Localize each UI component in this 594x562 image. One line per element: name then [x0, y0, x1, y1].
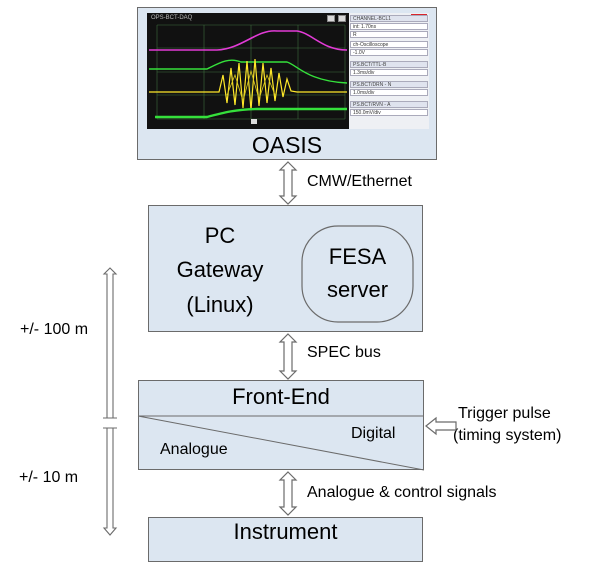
panel-row-3: ch-Oscilloscope — [350, 41, 428, 48]
cmw-label: CMW/Ethernet — [307, 173, 412, 190]
frontend-analogue: Analogue — [160, 441, 228, 458]
trigger-line-2: (timing system) — [453, 427, 562, 444]
waveform-plot — [149, 24, 348, 124]
zoom-icon[interactable] — [327, 15, 335, 22]
panel-row-4: -1.0V — [350, 49, 428, 56]
spec-arrow — [278, 333, 298, 380]
fesa-line-2: server — [326, 277, 389, 302]
panel-row-6: 1.3ms/div — [350, 69, 428, 76]
gateway-line-2: Gateway — [176, 257, 264, 282]
panel-row-1: int: 1.70ns — [350, 23, 428, 30]
panel-row-7: PS.BCT/DRN - N — [350, 81, 428, 88]
trigger-arrow — [425, 416, 457, 436]
cmw-arrow — [278, 161, 298, 205]
fesa-line-1: FESA — [328, 244, 387, 269]
analogue-signals-label: Analogue & control signals — [307, 484, 497, 501]
screen-title: OPS-BCT-DAQ — [151, 15, 193, 21]
distance-split-marker — [103, 417, 117, 429]
yellow-trace — [149, 58, 347, 111]
green-base-trace — [155, 107, 347, 119]
gateway-line-3: (Linux) — [186, 292, 254, 317]
green-trace — [149, 59, 348, 84]
panel-row-0: CHANNEL-BCL1 — [350, 15, 428, 22]
fesa-server-box — [301, 225, 414, 323]
trigger-line-1: Trigger pulse — [458, 405, 551, 422]
channel-panel: CHANNEL-BCL1 int: 1.70ns R ch-Oscillosco… — [349, 13, 429, 129]
panel-row-2: R — [350, 31, 428, 38]
distance-near-label: +/- 10 m — [19, 469, 79, 486]
panel-row-8: 1.0ms/div — [350, 89, 428, 96]
panel-row-10: 150.0mV/div — [350, 109, 428, 116]
instrument-label: Instrument — [233, 519, 338, 544]
distance-far-arrow — [102, 267, 118, 419]
distance-near-arrow — [102, 427, 118, 536]
oasis-screenshot: OPS-BCT-DAQ CHANNEL-BCL1 int: 1.70ns R c… — [147, 13, 429, 129]
analogue-arrow — [278, 471, 298, 516]
oasis-label: OASIS — [251, 132, 323, 158]
settings-icon[interactable] — [338, 15, 346, 22]
frontend-title: Front-End — [232, 384, 330, 409]
frontend-diagonal — [137, 415, 425, 471]
distance-far-label: +/- 100 m — [20, 321, 89, 338]
trigger-marker-icon — [251, 119, 257, 124]
panel-row-9: PS.BCT/RVN - A — [350, 101, 428, 108]
spec-label: SPEC bus — [307, 344, 381, 361]
frontend-digital: Digital — [351, 425, 396, 442]
magenta-trace — [149, 30, 348, 51]
gateway-line-1: PC — [204, 223, 236, 248]
panel-row-5: PS.BCT/TTL-B — [350, 61, 428, 68]
